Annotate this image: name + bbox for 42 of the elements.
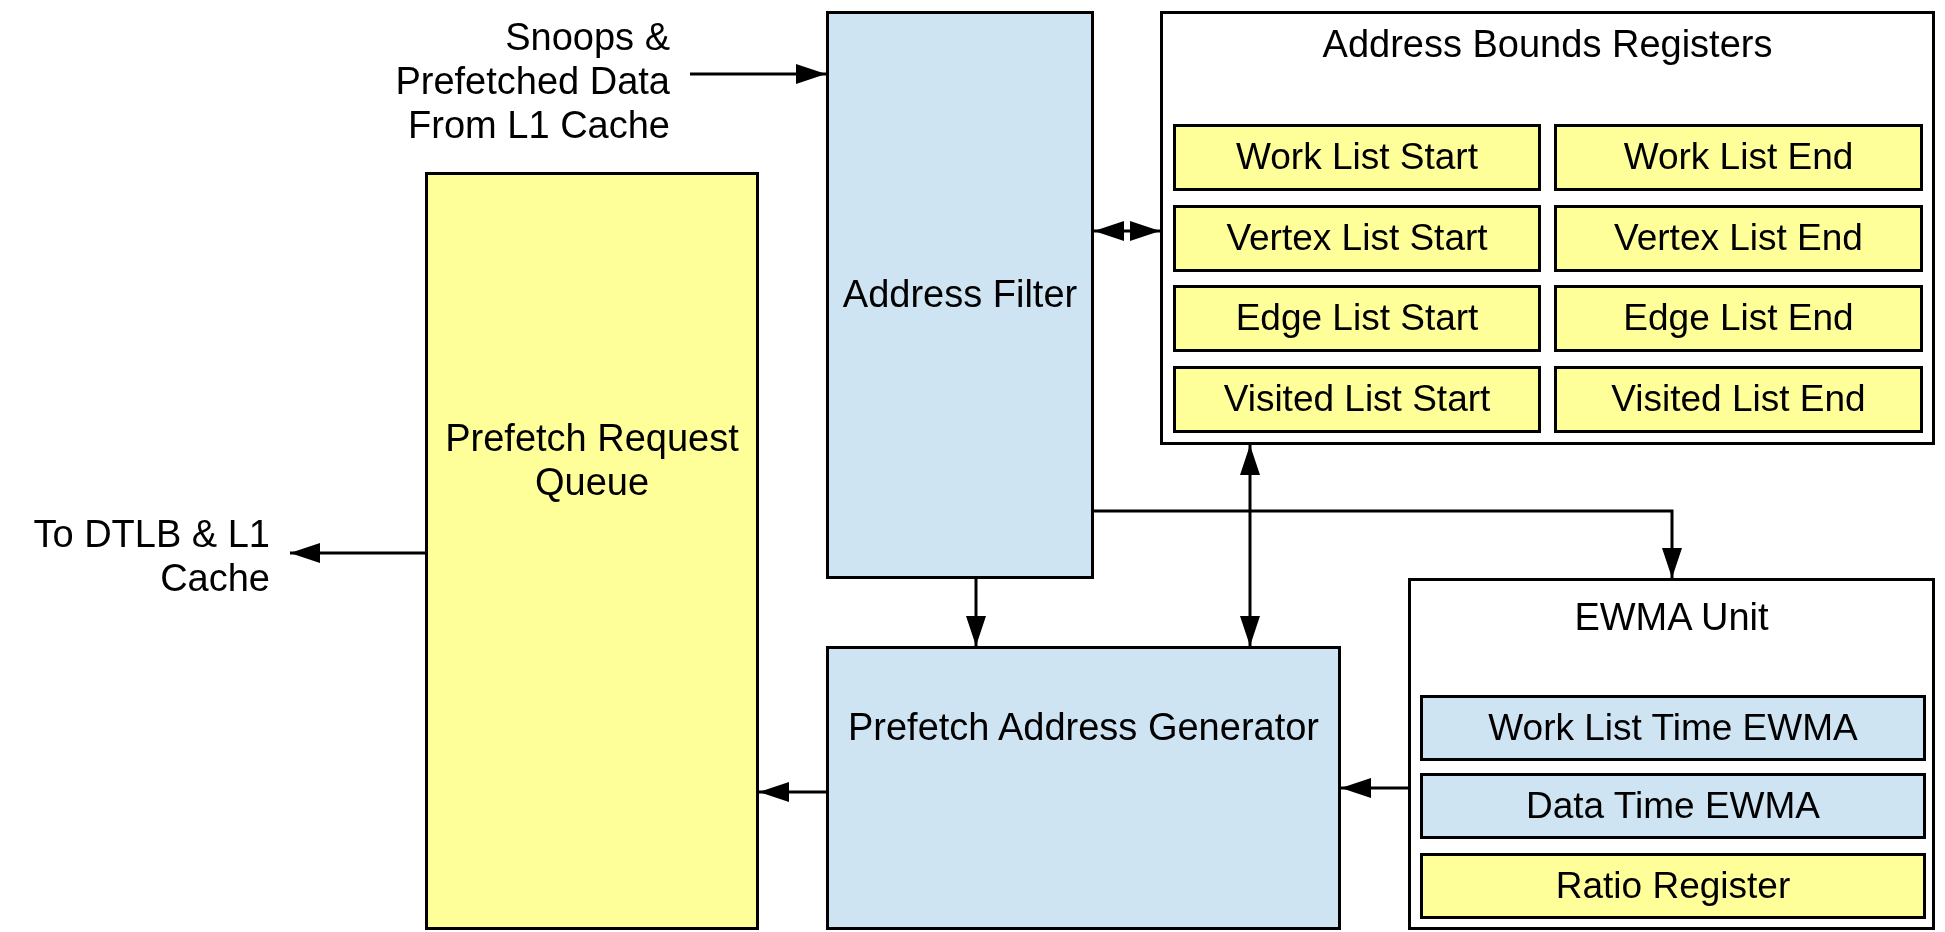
register-box <box>1173 124 1541 191</box>
register-box <box>1420 695 1926 761</box>
arrow <box>690 64 826 84</box>
register-box <box>1420 773 1926 839</box>
unit-label: Work List End <box>1623 136 1854 179</box>
arrow <box>1341 778 1408 798</box>
register-box <box>1554 205 1923 272</box>
arrow <box>290 543 425 563</box>
unit-label: Address Filter <box>842 273 1078 317</box>
arrow <box>966 579 986 646</box>
register-box <box>1173 205 1541 272</box>
arrow <box>1094 509 1682 578</box>
unit-label: Visited List Start <box>1223 378 1491 421</box>
unit-box <box>425 172 759 930</box>
group-heading: Address Bounds Registers <box>1321 23 1774 67</box>
register-box <box>1554 366 1923 433</box>
unit-label: Edge List End <box>1623 297 1854 340</box>
group-heading: EWMA Unit <box>1573 596 1770 640</box>
signal-label: To DTLB & L1 Cache <box>32 513 270 601</box>
unit-box <box>826 11 1094 579</box>
register-box <box>1173 366 1541 433</box>
register-box <box>1420 853 1926 919</box>
register-box <box>1554 124 1923 191</box>
unit-label: Vertex List End <box>1614 217 1863 260</box>
unit-label: Prefetch Address Generator <box>848 706 1319 750</box>
register-box <box>1554 285 1923 352</box>
unit-label: Ratio Register <box>1555 864 1791 908</box>
unit-label: Vertex List Start <box>1226 217 1488 260</box>
unit-label: Data Time EWMA <box>1526 784 1820 828</box>
unit-box <box>826 646 1341 930</box>
arrow <box>1094 221 1160 241</box>
arrow <box>759 782 826 802</box>
unit-label: Work List Start <box>1236 136 1478 179</box>
signal-label: Snoops & Prefetched Data From L1 Cache <box>394 16 670 148</box>
unit-label: Prefetch Request Queue <box>444 417 740 505</box>
unit-label: Edge List Start <box>1235 297 1479 340</box>
register-group-box <box>1408 578 1935 930</box>
unit-label: Work List Time EWMA <box>1488 706 1858 750</box>
unit-label: Visited List End <box>1611 378 1866 421</box>
register-group-box <box>1160 11 1935 445</box>
arrow <box>1240 445 1260 646</box>
register-box <box>1173 285 1541 352</box>
